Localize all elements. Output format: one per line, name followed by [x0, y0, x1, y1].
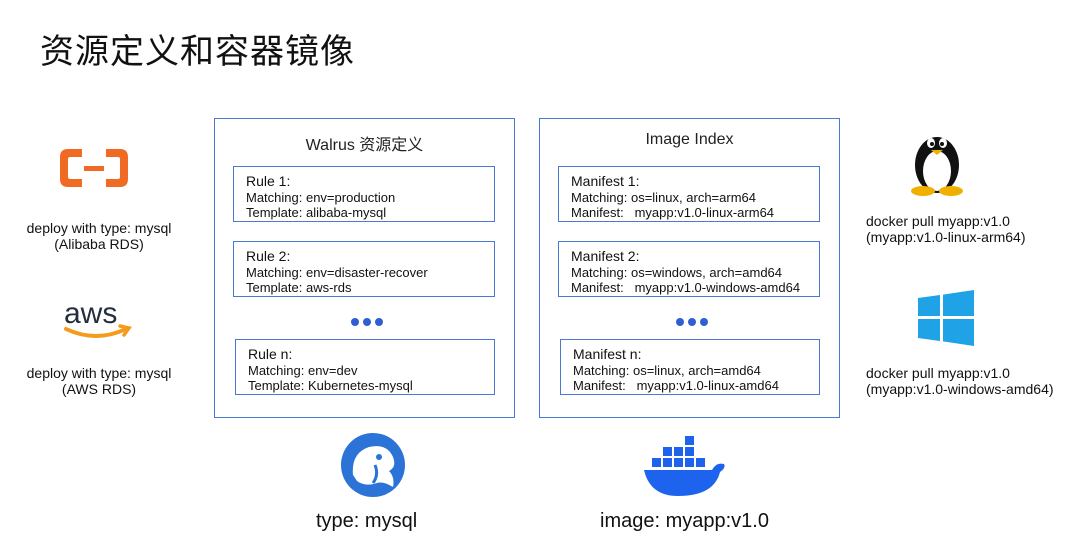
rule-card: Rule 2: Matching: env=disaster-recover T…	[233, 241, 495, 297]
walrus-logo-icon	[339, 431, 407, 499]
windows-logo-icon	[918, 290, 974, 346]
walrus-type-label: type: mysql	[316, 510, 418, 532]
aws-logo: aws	[60, 295, 136, 343]
svg-text:aws: aws	[64, 297, 117, 330]
image-index-panel: Image Index Manifest 1: Matching: os=lin…	[539, 118, 840, 418]
rule-card: Rule 1: Matching: env=production Templat…	[233, 166, 495, 222]
aws-caption: deploy with type: mysql (AWS RDS)	[26, 365, 172, 397]
manifest-card: Manifest 1: Matching: os=linux, arch=arm…	[558, 166, 820, 222]
page-title: 资源定义和容器镜像	[40, 33, 355, 71]
linux-caption: docker pull myapp:v1.0 (myapp:v1.0-linux…	[866, 213, 1026, 245]
alibaba-cloud-icon	[56, 145, 132, 191]
ellipsis-icon	[351, 318, 383, 326]
image-index-title: Image Index	[645, 131, 734, 148]
linux-tux-icon	[905, 125, 969, 197]
walrus-panel-title: Walrus 资源定义	[305, 137, 424, 154]
docker-logo-icon	[640, 436, 730, 500]
windows-caption: docker pull myapp:v1.0 (myapp:v1.0-windo…	[866, 365, 1054, 397]
rule-card: Rule n: Matching: env=dev Template: Kube…	[235, 339, 495, 395]
manifest-card: Manifest 2: Matching: os=windows, arch=a…	[558, 241, 820, 297]
manifest-card: Manifest n: Matching: os=linux, arch=amd…	[560, 339, 820, 395]
docker-image-label: image: myapp:v1.0	[600, 510, 769, 532]
ellipsis-icon	[676, 318, 708, 326]
walrus-panel: Walrus 资源定义 Rule 1: Matching: env=produc…	[214, 118, 515, 418]
alibaba-caption: deploy with type: mysql (Alibaba RDS)	[26, 220, 172, 252]
